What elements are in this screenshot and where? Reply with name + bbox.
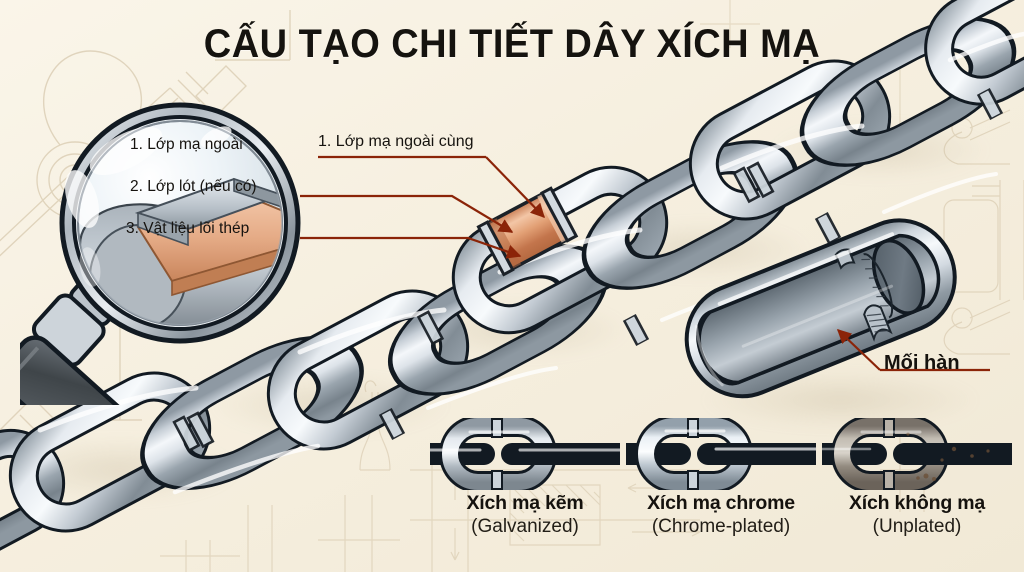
legend-item-chrome[interactable]: Xích mạ chrome (Chrome-plated) [626, 418, 816, 538]
magnifier-illustration [20, 102, 301, 405]
legend-label-sub: (Galvanized) [471, 516, 579, 537]
weld-cutaway-cylinder [684, 218, 957, 399]
finish-legend: Xích mạ kẽm (Galvanized) [430, 418, 1020, 572]
legend-label-name: Xích mạ chrome [647, 492, 795, 514]
legend-chain-sample-chrome [626, 418, 816, 490]
magnifier-label-layer-1: 1. Lớp mạ ngoài [130, 136, 243, 153]
legend-item-galvanized[interactable]: Xích mạ kẽm (Galvanized) [430, 418, 620, 538]
legend-label-name: Xích mạ kẽm [466, 492, 584, 514]
page-title: CẤU TẠO CHI TIẾT DÂY XÍCH MẠ [203, 22, 821, 66]
legend-label-sub: (Unplated) [872, 516, 962, 537]
legend-item-unplated[interactable]: Xích không mạ (Unplated) [822, 418, 1012, 538]
magnifier-label-layer-2: 2. Lớp lót (nếu có) [130, 178, 257, 195]
legend-chain-sample-galvanized [430, 418, 620, 490]
legend-chain-sample-unplated [822, 418, 1012, 490]
magnifier-label-layer-3: 3. Vật liệu lõi thép [126, 220, 250, 237]
legend-label-sub: (Chrome-plated) [651, 516, 791, 537]
legend-label-name: Xích không mạ [848, 492, 986, 514]
callout-weld: Mối hàn [884, 352, 960, 374]
callout-outer-plating: 1. Lớp mạ ngoài cùng [318, 133, 474, 150]
